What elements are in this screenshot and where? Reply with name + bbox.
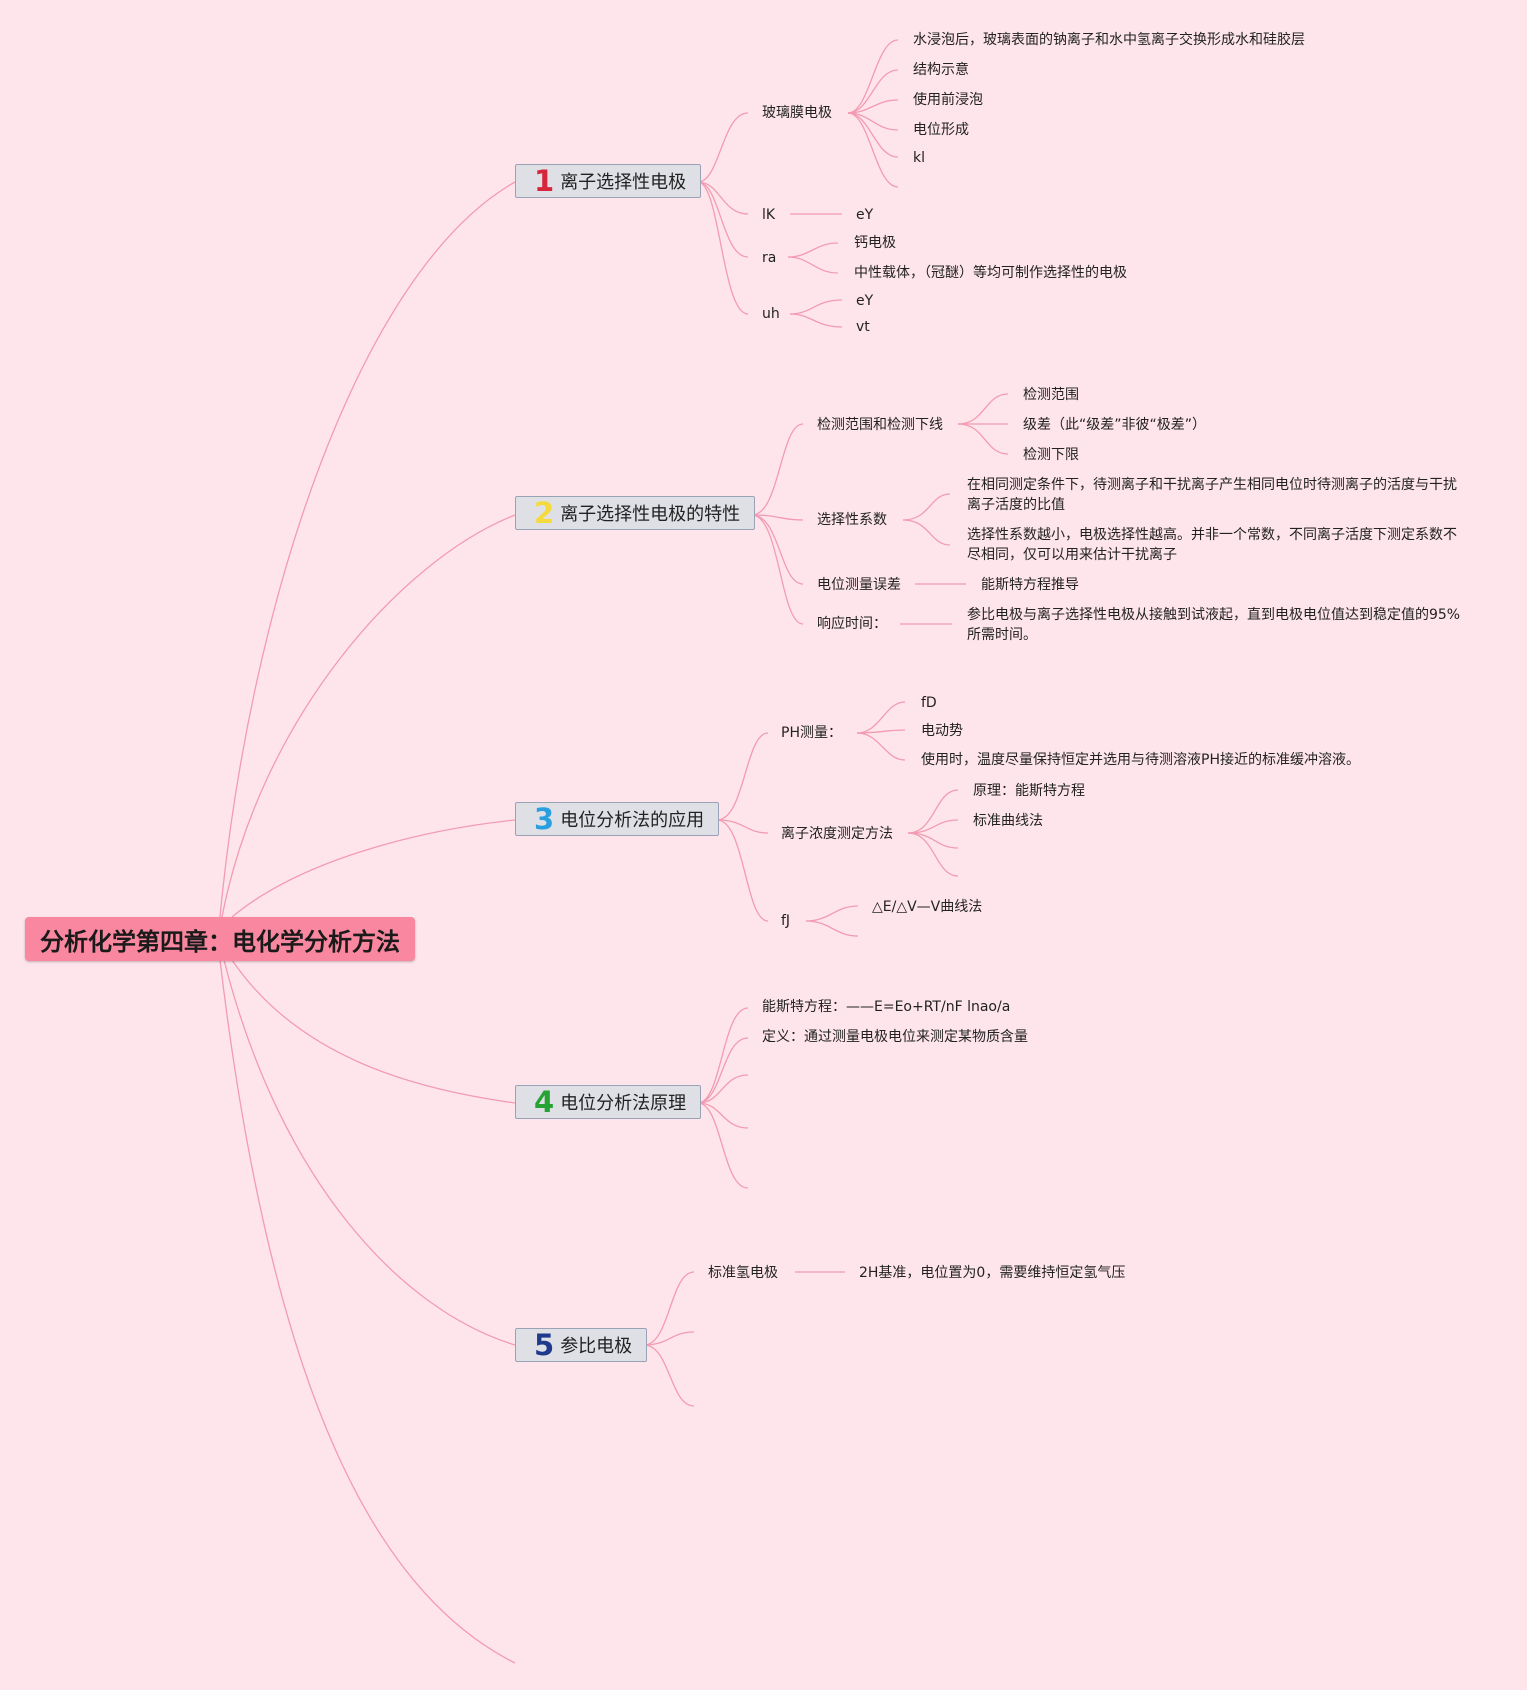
leaf-topic[interactable]: 结构示意 — [913, 62, 969, 78]
leaf-topic[interactable]: eY — [856, 207, 874, 223]
main-topic-label: 电位分析法原理 — [560, 1093, 687, 1114]
subtopic-glass-electrode[interactable]: 玻璃膜电极 — [762, 105, 832, 121]
leaf-topic[interactable]: fD — [921, 695, 937, 711]
main-topic-1[interactable]: 1 离子选择性电极 — [515, 163, 702, 198]
main-topic-2[interactable]: 2 离子选择性电极的特性 — [515, 495, 756, 530]
main-topic-label: 离子选择性电极 — [560, 172, 687, 193]
subtopic[interactable]: 检测范围和检测下线 — [817, 417, 943, 433]
leaf-topic[interactable]: 中性载体，（冠醚）等均可制作选择性的电极 — [854, 265, 1127, 281]
leaf-topic[interactable]: 检测范围 — [1023, 387, 1079, 403]
subtopic[interactable]: 响应时间： — [817, 616, 887, 632]
leaf-topic[interactable]: 选择性系数越小，电极选择性越高。并非一个常数，不同离子活度下测定系数不尽相同，仅… — [967, 527, 1457, 563]
main-topic-3[interactable]: 3 电位分析法的应用 — [515, 801, 720, 836]
leaf-topic[interactable]: 使用前浸泡 — [913, 92, 983, 108]
number-4-icon: 4 — [534, 1084, 555, 1119]
leaf-topic[interactable]: 使用时，温度尽量保持恒定并选用与待测溶液PH接近的标准缓冲溶液。 — [921, 752, 1360, 768]
number-2-icon: 2 — [534, 495, 555, 530]
leaf-topic[interactable]: △E/△V—V曲线法 — [872, 899, 983, 915]
subtopic[interactable]: ra — [762, 250, 777, 266]
subtopic[interactable]: uh — [762, 306, 780, 322]
number-1-icon: 1 — [534, 163, 555, 198]
subtopic[interactable]: lK — [762, 207, 776, 223]
subtopic[interactable]: 离子浓度测定方法 — [781, 826, 893, 842]
leaf-topic[interactable]: 电动势 — [921, 723, 963, 739]
leaf-topic[interactable]: 级差（此“级差”非彼“极差”） — [1023, 417, 1207, 433]
number-3-icon: 3 — [534, 801, 555, 836]
leaf-topic[interactable]: 原理：能斯特方程 — [973, 783, 1085, 799]
leaf-topic[interactable]: kl — [913, 150, 925, 166]
subtopic-nernst-equation[interactable]: 能斯特方程：——E=Eo+RT/nF lnao/a — [762, 999, 1011, 1015]
leaf-topic[interactable]: vt — [856, 319, 870, 335]
main-topic-5[interactable]: 5 参比电极 — [515, 1327, 648, 1362]
leaf-topic[interactable]: 检测下限 — [1023, 447, 1079, 463]
leaf-topic[interactable]: 水浸泡后，玻璃表面的钠离子和水中氢离子交换形成水和硅胶层 — [913, 32, 1305, 48]
leaf-topic[interactable]: 能斯特方程推导 — [981, 577, 1079, 593]
subtopic[interactable]: PH测量： — [781, 725, 842, 741]
subtopic[interactable]: 电位测量误差 — [817, 577, 901, 593]
number-5-icon: 5 — [534, 1327, 555, 1362]
main-topic-label: 电位分析法的应用 — [560, 810, 705, 831]
leaf-topic[interactable]: 钙电极 — [854, 235, 896, 251]
leaf-topic[interactable]: 在相同测定条件下，待测离子和干扰离子产生相同电位时待测离子的活度与干扰离子活度的… — [967, 477, 1457, 513]
main-topic-4[interactable]: 4 电位分析法原理 — [515, 1084, 702, 1119]
leaf-topic[interactable]: 2H基准，电位置为0，需要维持恒定氢气压 — [859, 1265, 1126, 1281]
subtopic-standard-hydrogen-electrode[interactable]: 标准氢电极 — [708, 1265, 778, 1281]
leaf-topic[interactable]: 标准曲线法 — [973, 813, 1043, 829]
root-topic-label: 分析化学第四章：电化学分析方法 — [40, 927, 400, 956]
leaf-topic[interactable]: 电位形成 — [913, 122, 969, 138]
subtopic[interactable]: fJ — [781, 913, 791, 929]
main-topic-label: 离子选择性电极的特性 — [560, 504, 741, 525]
subtopic-definition[interactable]: 定义：通过测量电极电位来测定某物质含量 — [762, 1029, 1028, 1045]
leaf-topic[interactable]: 参比电极与离子选择性电极从接触到试液起，直到电极电位值达到稳定值的95%所需时间… — [967, 607, 1461, 643]
main-topic-label: 参比电极 — [560, 1336, 633, 1357]
leaf-topic[interactable]: eY — [856, 293, 874, 309]
subtopic[interactable]: 选择性系数 — [817, 512, 887, 528]
root-topic[interactable]: 分析化学第四章：电化学分析方法 — [25, 917, 415, 961]
